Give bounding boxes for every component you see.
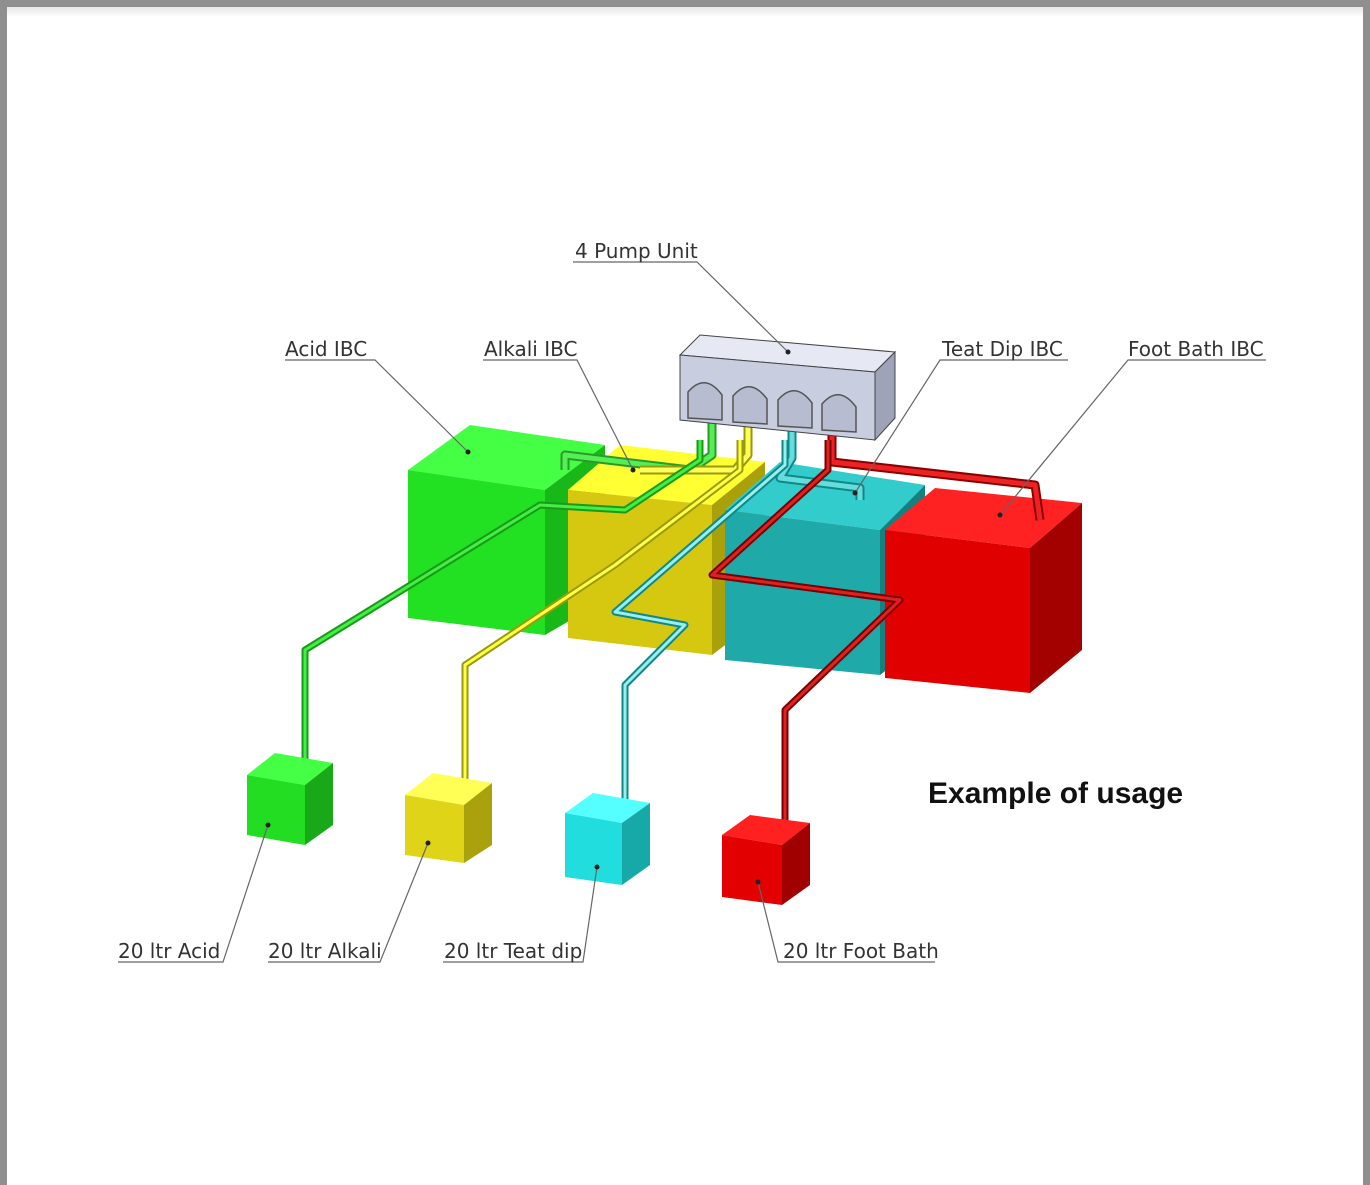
container-lines — [301, 440, 904, 830]
pump-unit — [678, 334, 897, 442]
teat-dip-20l-container — [565, 793, 650, 885]
frame-shadow — [7, 7, 1363, 17]
label-alkali-ibc: Alkali IBC — [484, 337, 577, 361]
label-acid-20l: 20 ltr Acid — [118, 939, 220, 963]
acid-20l-container — [247, 753, 333, 845]
caption-example-of-usage: Example of usage — [928, 777, 1183, 810]
label-pump-unit: 4 Pump Unit — [575, 239, 698, 263]
label-foot-bath-ibc: Foot Bath IBC — [1128, 337, 1264, 361]
label-teat-dip-ibc: Teat Dip IBC — [941, 337, 1063, 361]
foot-bath-20l-container — [722, 815, 810, 905]
foot-bath-ibc-tank — [885, 488, 1082, 693]
label-alkali-20l: 20 ltr Alkali — [268, 939, 382, 963]
alkali-20l-container — [405, 773, 492, 863]
label-teat-dip-20l: 20 ltr Teat dip — [444, 939, 582, 963]
leader-lines — [118, 261, 1266, 963]
label-foot-bath-20l: 20 ltr Foot Bath — [783, 939, 939, 963]
label-acid-ibc: Acid IBC — [285, 337, 367, 361]
